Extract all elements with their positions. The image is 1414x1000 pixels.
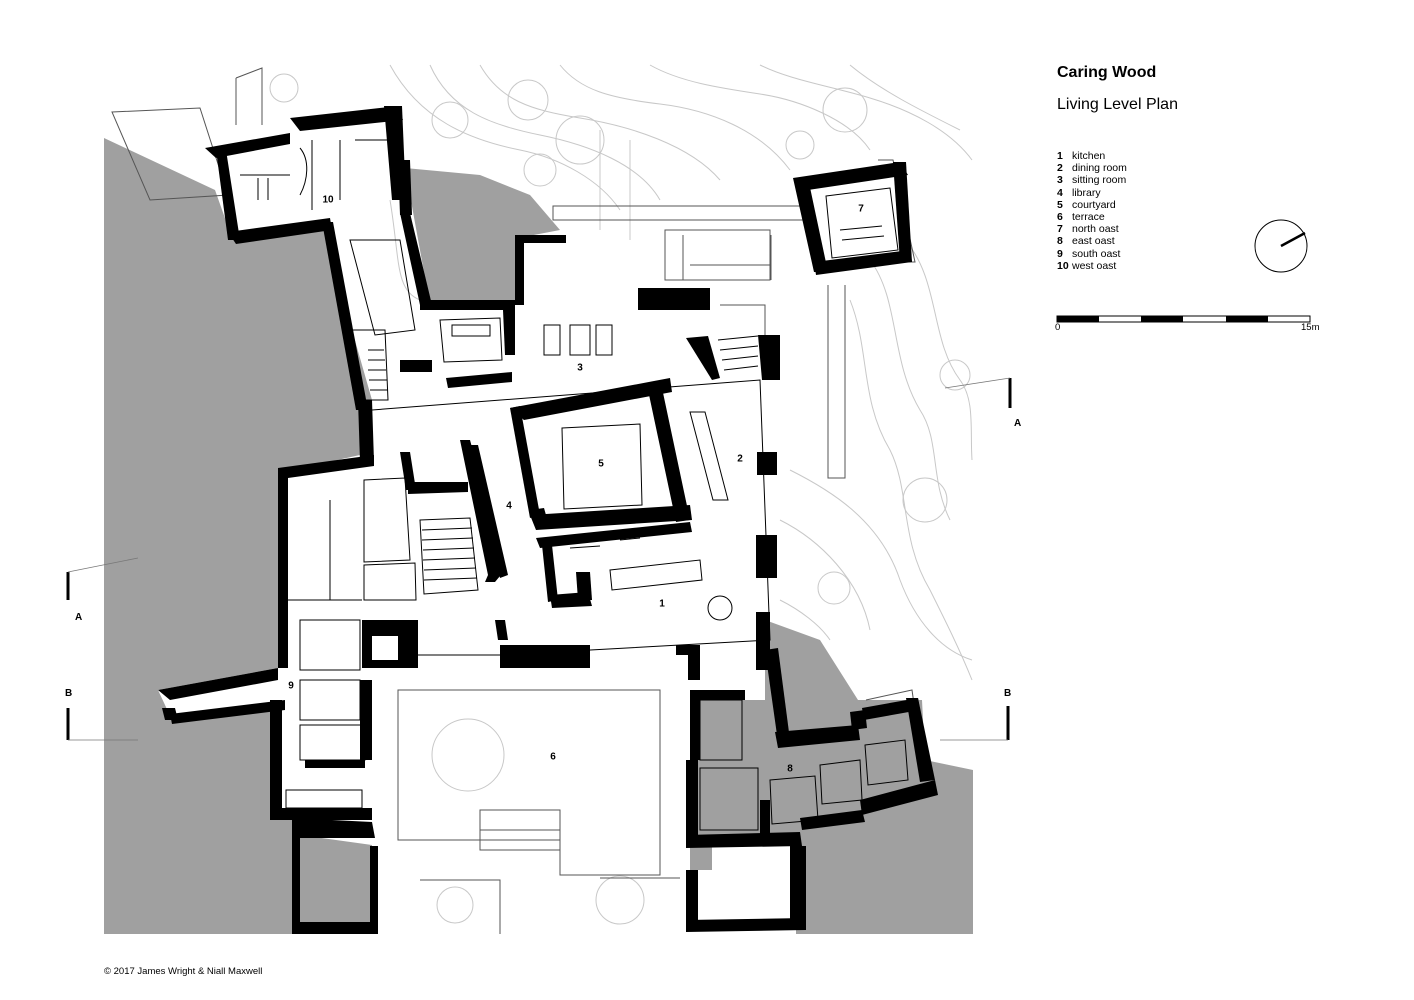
interior-lines: [240, 139, 909, 831]
legend-number: 1: [1057, 150, 1063, 162]
section-label-a-right: A: [1014, 418, 1022, 429]
legend-item: 4 library: [1057, 187, 1127, 199]
legend-label: dining room: [1072, 162, 1127, 175]
section-markers: [66, 377, 1012, 741]
legend-label: sitting room: [1072, 174, 1127, 187]
room-label-west-oast: 10: [322, 194, 334, 206]
scale-bar: [1056, 315, 1311, 323]
legend-item: 3 sitting room: [1057, 174, 1127, 186]
room-label-library: 4: [506, 500, 512, 512]
legend-item: 7 north oast: [1057, 223, 1127, 235]
legend-number: 4: [1057, 186, 1063, 199]
legend-number: 6: [1057, 210, 1063, 223]
room-label-south-oast: 9: [288, 680, 294, 692]
legend-number: 5: [1057, 198, 1063, 211]
legend-number: 10: [1057, 259, 1069, 272]
legend-item: 2 dining room: [1057, 162, 1127, 174]
legend-number: 8: [1057, 235, 1063, 248]
legend-label: courtyard: [1072, 198, 1116, 211]
section-label-a-left: A: [75, 612, 83, 623]
legend-label: west oast: [1072, 259, 1117, 272]
room-label-courtyard: 5: [598, 458, 604, 470]
room-label-sitting-room: 3: [577, 362, 583, 374]
drawing-title: Caring Wood: [1057, 64, 1157, 81]
legend-label: library: [1072, 186, 1101, 199]
legend-label: east oast: [1072, 235, 1115, 248]
legend-label: south oast: [1072, 247, 1121, 260]
site-structures: [111, 67, 923, 934]
walls: [158, 106, 938, 934]
room-label-east-oast: 8: [787, 763, 793, 775]
room-label-dining-room: 2: [737, 453, 743, 465]
section-label-b-left: B: [65, 688, 73, 699]
room-label-north-oast: 7: [858, 203, 864, 215]
legend-label: kitchen: [1072, 150, 1106, 162]
legend-item: 8 east oast: [1057, 235, 1127, 247]
scale-end-label: 15m: [1301, 322, 1320, 333]
legend-item: 6 terrace: [1057, 211, 1127, 223]
north-arrow: [1254, 219, 1308, 273]
legend-item: 1 kitchen: [1057, 150, 1127, 162]
scale-start-label: 0: [1055, 322, 1061, 333]
legend-label: north oast: [1072, 223, 1119, 236]
drawing-subtitle: Living Level Plan: [1057, 96, 1178, 113]
room-label-terrace: 6: [550, 751, 556, 763]
room-legend: 1 kitchen 2 dining room 3 sitting room 4 lib…: [1057, 150, 1127, 272]
copyright-notice: © 2017 James Wright & Niall Maxwell: [104, 966, 263, 977]
legend-number: 9: [1057, 247, 1063, 260]
legend-number: 7: [1057, 223, 1063, 236]
legend-item: 5 courtyard: [1057, 199, 1127, 211]
ground-areas: [104, 138, 973, 934]
site-contours: [389, 64, 973, 681]
room-label-kitchen: 1: [659, 598, 665, 610]
legend-item: 9 south oast: [1057, 248, 1127, 260]
section-label-b-right: B: [1004, 688, 1012, 699]
legend-number: 2: [1057, 162, 1063, 175]
trees: [269, 73, 971, 925]
legend-number: 3: [1057, 174, 1063, 187]
legend-label: terrace: [1072, 210, 1105, 223]
